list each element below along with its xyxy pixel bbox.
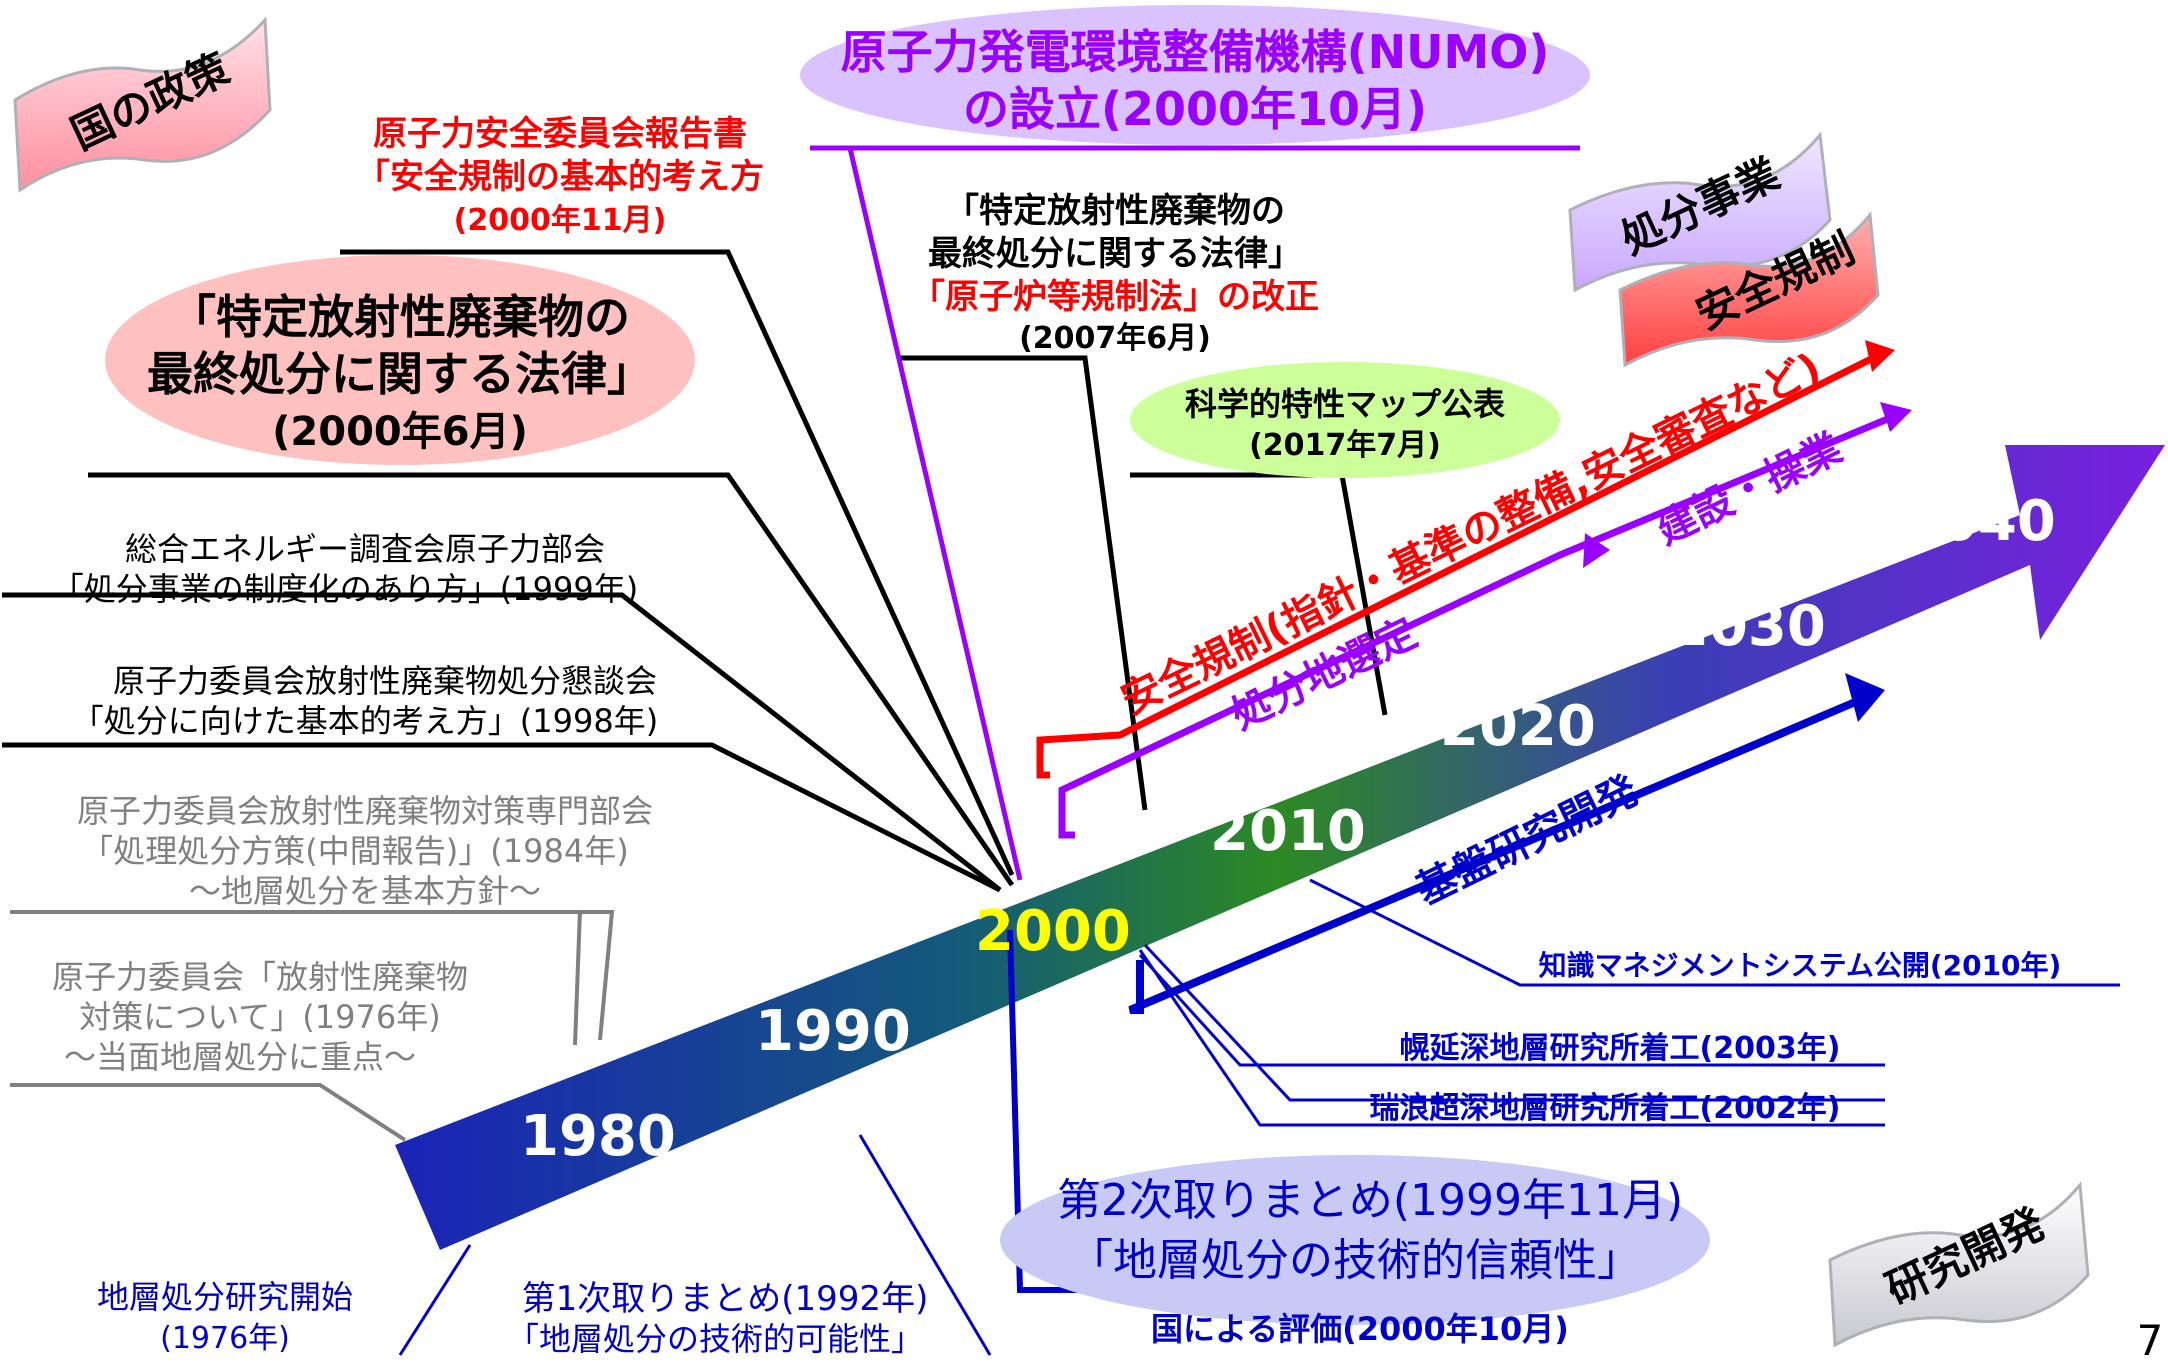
svg-text:対策について」(1976年): 対策について」(1976年) — [79, 998, 440, 1036]
svg-text:原子力発電環境整備機構(NUMO): 原子力発電環境整備機構(NUMO) — [841, 25, 1550, 79]
aec-1984: 原子力委員会放射性廃棄物対策専門部会 「処理処分方策(中間報告)」(1984年)… — [77, 792, 653, 910]
final-disposal-law-2000: 「特定放射性廃棄物の 最終処分に関する法律」 (2000年6月) — [105, 255, 695, 465]
svg-text:総合エネルギー調査会原子力部会: 総合エネルギー調査会原子力部会 — [125, 530, 605, 568]
svg-text:「処分事業の制度化のあり方」(1999年): 「処分事業の制度化のあり方」(1999年) — [52, 570, 638, 608]
timeline-arrow — [395, 445, 2165, 1250]
year-2040: 2040 — [1900, 489, 2056, 554]
science-map-publication: 科学的特性マップ公表 (2017年7月) — [1130, 362, 1560, 478]
year-2010: 2010 — [1210, 799, 1366, 864]
numo-establishment: 原子力発電環境整備機構(NUMO) の設立(2000年10月) — [800, 5, 1590, 145]
year-2030: 2030 — [1670, 594, 1826, 659]
national-policy-ribbon: 国の政策 — [13, 16, 272, 193]
svg-text:(2007年6月): (2007年6月) — [1019, 321, 1211, 356]
svg-text:原子力委員会放射性廃棄物対策専門部会: 原子力委員会放射性廃棄物対策専門部会 — [77, 792, 653, 830]
svg-text:最終処分に関する法律」: 最終処分に関する法律」 — [928, 234, 1302, 274]
research-start-1976: 地層処分研究開始 (1976年) — [97, 1278, 353, 1356]
numo-connector — [810, 145, 1580, 881]
svg-text:原子力委員会「放射性廃棄物: 原子力委員会「放射性廃棄物 — [52, 958, 468, 996]
svg-text:国による評価(2000年10月): 国による評価(2000年10月) — [1151, 1310, 1569, 1348]
svg-text:第1次取りまとめ(1992年): 第1次取りまとめ(1992年) — [522, 1279, 929, 1319]
svg-text:「処分に向けた基本的考え方」(1998年): 「処分に向けた基本的考え方」(1998年) — [72, 702, 658, 740]
nsc-report: 原子力安全委員会報告書 「安全規制の基本的考え方 (2000年11月) — [356, 114, 764, 238]
gray-connector-lines — [10, 909, 615, 1142]
scroll-ribbon-icon — [1618, 211, 1880, 368]
aec-1976: 原子力委員会「放射性廃棄物 対策について」(1976年) ～当面地層処分に重点～ — [52, 958, 468, 1076]
svg-text:科学的特性マップ公表: 科学的特性マップ公表 — [1185, 385, 1505, 423]
scroll-ribbon-icon — [13, 16, 272, 193]
knowledge-system-2010: 知識マネジメントシステム公開(2010年) — [1539, 949, 2062, 982]
svg-text:(2000年11月): (2000年11月) — [454, 203, 667, 238]
connector-lines — [2, 249, 1388, 893]
page-number: 7 — [2137, 1316, 2164, 1363]
svg-text:の設立(2000年10月): の設立(2000年10月) — [963, 82, 1427, 136]
svg-text:「特定放射性廃棄物の: 「特定放射性廃棄物の — [170, 290, 630, 344]
year-2000: 2000 — [975, 899, 1131, 964]
year-2020: 2020 — [1440, 694, 1596, 759]
svg-text:原子力委員会放射性廃棄物処分懇談会: 原子力委員会放射性廃棄物処分懇談会 — [113, 662, 657, 700]
arrow-icon — [1583, 533, 1610, 568]
svg-text:第2次取りまとめ(1999年11月): 第2次取りまとめ(1999年11月) — [1057, 1175, 1683, 1226]
svg-text:「処理処分方策(中間報告)」(1984年): 「処理処分方策(中間報告)」(1984年) — [81, 832, 628, 870]
business-regulation-ribbon: 処分事業 安全規制 — [1568, 131, 1880, 368]
horonobe-2003: 幌延深地層研究所着工(2003年) — [1400, 1031, 1841, 1066]
svg-text:「原子炉等規制法」の改正: 「原子炉等規制法」の改正 — [911, 277, 1319, 317]
svg-text:「安全規制の基本的考え方: 「安全規制の基本的考え方 — [356, 157, 764, 197]
svg-text:「地層処分の技術的信頼性」: 「地層処分の技術的信頼性」 — [1069, 1235, 1641, 1286]
scroll-ribbon-icon — [1828, 1181, 2090, 1348]
svg-text:(2000年6月): (2000年6月) — [272, 409, 528, 455]
aec-1998: 原子力委員会放射性廃棄物処分懇談会 「処分に向けた基本的考え方」(1998年) — [72, 662, 658, 740]
svg-text:「地層処分の技術的可能性」: 「地層処分の技術的可能性」 — [507, 1320, 923, 1358]
law-amendment-2007: 「特定放射性廃棄物の 最終処分に関する法律」 「原子炉等規制法」の改正 (200… — [911, 191, 1319, 356]
svg-text:(1976年): (1976年) — [160, 1321, 290, 1356]
arrow-icon — [1880, 402, 1912, 432]
mizunami-2002: 瑞浪超深地層研究所着工(2002年) — [1370, 1091, 1841, 1126]
timeline-years: 1980 1990 2000 2010 2020 2030 2040 — [520, 489, 2056, 1169]
research-ribbon: 研究開発 — [1828, 1181, 2090, 1348]
first-report-1992: 第1次取りまとめ(1992年) 「地層処分の技術的可能性」 — [507, 1279, 928, 1358]
svg-text:～地層処分を基本方針～: ～地層処分を基本方針～ — [189, 872, 541, 910]
aec-1999: 総合エネルギー調査会原子力部会 「処分事業の制度化のあり方」(1999年) — [52, 530, 638, 608]
svg-text:原子力安全委員会報告書: 原子力安全委員会報告書 — [373, 114, 747, 154]
second-report-1999: 第2次取りまとめ(1999年11月) 「地層処分の技術的信頼性」 国による評価(… — [1000, 1155, 1710, 1348]
svg-text:(2017年7月): (2017年7月) — [1249, 428, 1441, 463]
svg-text:「特定放射性廃棄物の: 「特定放射性廃棄物の — [945, 191, 1285, 231]
site-milestones: 知識マネジメントシステム公開(2010年) 幌延深地層研究所着工(2003年) … — [1370, 949, 2062, 1126]
svg-text:地層処分研究開始: 地層処分研究開始 — [97, 1278, 353, 1316]
arrow-icon — [1865, 340, 1895, 372]
year-1980: 1980 — [520, 1104, 676, 1169]
scroll-ribbon-icon — [1568, 131, 1832, 293]
svg-text:～当面地層処分に重点～: ～当面地層処分に重点～ — [64, 1038, 416, 1076]
arrow-icon — [1845, 673, 1885, 722]
svg-text:最終処分に関する法律」: 最終処分に関する法律」 — [147, 347, 653, 401]
year-1990: 1990 — [755, 999, 911, 1064]
